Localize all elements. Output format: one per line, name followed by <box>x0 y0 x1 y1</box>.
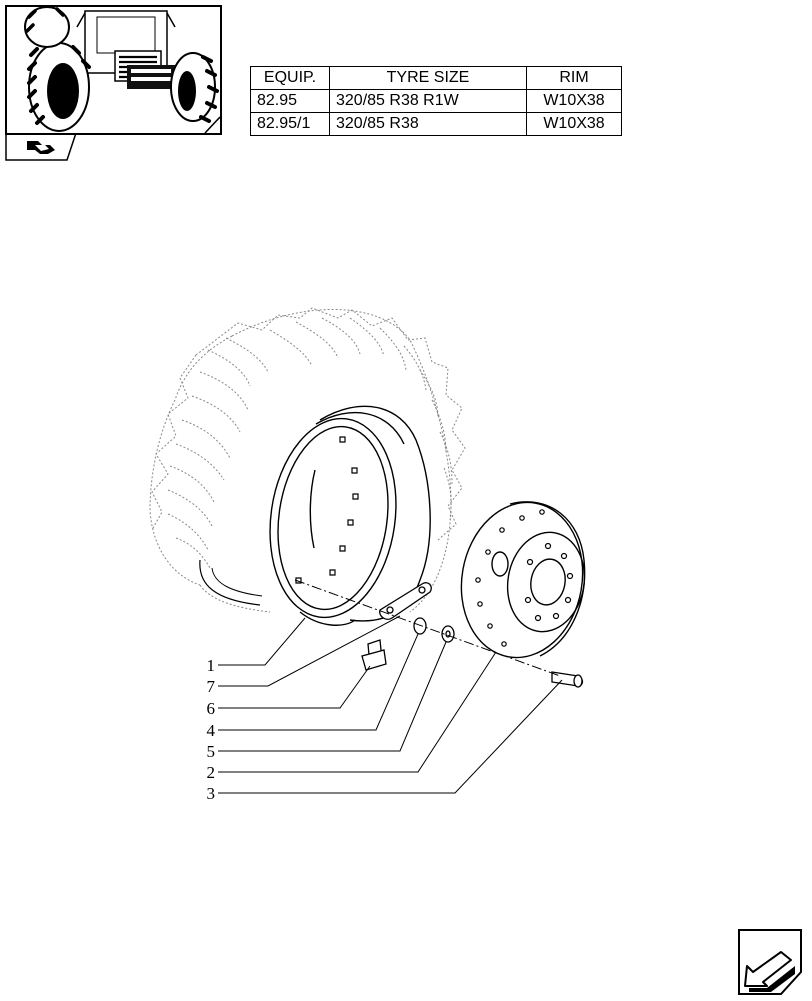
column-header-rim: RIM <box>526 66 622 90</box>
equip-cell: 82.95/1 <box>250 112 330 136</box>
wheel-disc-part <box>460 501 586 659</box>
callout-5: 5 <box>207 742 216 761</box>
nut-part <box>413 617 427 635</box>
table-row: 82.95/1 320/85 R38 W10X38 <box>250 112 622 136</box>
rim-cell: W10X38 <box>526 89 622 113</box>
callout-6: 6 <box>207 699 216 718</box>
next-page-button[interactable] <box>737 928 803 996</box>
section-tab[interactable] <box>5 132 77 161</box>
callout-7: 7 <box>207 677 216 696</box>
section-tab-icon <box>5 132 77 161</box>
tyre-size-cell: 320/85 R38 <box>329 112 527 136</box>
next-page-arrow-icon <box>738 929 802 995</box>
callout-1: 1 <box>207 656 216 675</box>
assembly-axis-line <box>294 579 561 677</box>
callout-4: 4 <box>207 721 216 740</box>
equip-cell: 82.95 <box>250 89 330 113</box>
rim-part <box>269 405 431 626</box>
table-row: 82.95 320/85 R38 R1W W10X38 <box>250 89 622 113</box>
leader-lines <box>218 615 563 794</box>
tractor-thumbnail <box>5 5 222 135</box>
callout-3: 3 <box>207 784 216 803</box>
tyre-spec-table: EQUIP. TYRE SIZE RIM 82.95 320/85 R38 R1… <box>250 66 622 136</box>
rim-cell: W10X38 <box>526 112 622 136</box>
tractor-thumbnail-icon <box>7 7 220 133</box>
clamp-part <box>379 582 432 620</box>
bolt-part <box>361 639 387 671</box>
tyre-outline <box>149 307 466 613</box>
callout-2: 2 <box>207 763 216 782</box>
